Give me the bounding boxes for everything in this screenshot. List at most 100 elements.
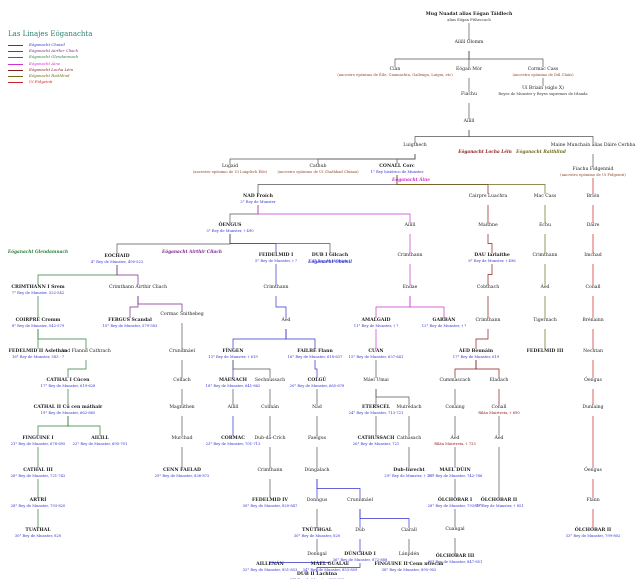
person-title: 24° Rey de Munster, 713-721 [348, 410, 404, 415]
person-node: Cathub(ancestro epónimo de Uí Chathbad C… [277, 164, 359, 174]
lineage-connector [316, 562, 331, 563]
person-node: Lugaid(ancestro epónimo de Uí Luigdech É… [192, 164, 268, 174]
legend-swatch [8, 63, 23, 65]
person-node: Maithne [478, 223, 497, 229]
legend-swatch [8, 82, 23, 84]
person-node: Óengus [584, 378, 602, 384]
lineage-connector [232, 360, 271, 378]
person-name: Colmán [261, 405, 279, 410]
person-node: Ailill Olomm [455, 40, 484, 46]
legend-swatch [8, 76, 23, 77]
person-node: Muiredach [396, 405, 421, 411]
person-title: (ancestro epónimo de Uí Luigdech Éile) [192, 169, 268, 174]
person-node: Sechnussach [255, 378, 285, 384]
person-name: Cormac Snithebeg [160, 312, 204, 317]
person-name: Crimthann [397, 253, 423, 258]
person-name: DAU Iarlaithe [474, 253, 510, 258]
person-name: Cummascach [439, 378, 471, 383]
person-node: Dub-dá-Crích [254, 436, 285, 442]
lineage-connector [475, 329, 489, 349]
person-title: 15° Rey de Munster, 637-641 [348, 354, 404, 359]
person-name: Ciarall [401, 528, 417, 533]
person-name: Uí Briain (siglo X) [522, 86, 564, 91]
person-name: DÚNCHAD I [344, 552, 376, 557]
lineage-connector [229, 234, 331, 253]
person-name: Crimthann [532, 253, 558, 258]
person-title: 34° Rey de Munster, 853-859 [302, 567, 358, 572]
person-node: Crimthann [476, 318, 501, 324]
lineage-connector [37, 265, 118, 285]
person-node: Óengus [584, 468, 602, 474]
person-title: 5° Rey de Munster, † ? [254, 258, 298, 263]
person-node: Cian(ancestro epónimo de Éile, Ciannacht… [337, 67, 452, 77]
person-name: Fiachu Fidgennid [572, 167, 614, 172]
person-name: Áed [494, 436, 504, 441]
person-name: ETERSCÉL [362, 405, 390, 410]
person-title: 22° Rey de Munster, 695-701 [72, 441, 128, 446]
person-name: Lugaid [221, 164, 239, 169]
person-node: Ciarall [401, 528, 417, 534]
person-node: Dúngalach [304, 468, 329, 474]
person-title: 21° Rey de Munster, 678-695 [10, 441, 66, 446]
person-title: 16° Rey de Munster, 618-637 [287, 354, 343, 359]
person-name: EOCHAID [104, 254, 130, 259]
branch-label: Eóganacht Locha Léin [458, 150, 512, 155]
person-name: Endae [402, 285, 418, 290]
person-name: ÓLCHOBAR I [437, 498, 473, 503]
lineage-connector [229, 205, 259, 223]
person-node: Aed Flannd Cathrach [61, 349, 111, 355]
person-title: 6° Rey de Munster [312, 258, 348, 263]
person-name: NAD Froích [243, 194, 273, 199]
person-name: CRIMTHANN I Srem [11, 285, 65, 290]
person-name: CENN FAELAD [163, 468, 201, 473]
person-name: Flann [586, 498, 600, 503]
person-name: Faelgus [307, 436, 327, 441]
person-node: Cellach [173, 378, 190, 384]
person-title: 4° Rey de Munster, 490-522 [90, 259, 144, 264]
person-name: Dáire [586, 223, 600, 228]
person-node: Cathasach [396, 436, 422, 442]
person-node: Ailill [464, 119, 475, 125]
person-name: Brión [586, 194, 600, 199]
person-title: 1° Rey histórico de Munster [370, 169, 424, 174]
person-name: Cathasach [396, 436, 422, 441]
lineage-connector [285, 329, 316, 349]
lineage-connector [396, 154, 416, 164]
person-title: (ancestro epónimo de Uí Chathbad Cluana) [277, 169, 359, 174]
person-title: 18° Rey de Munster, 641-662 [205, 383, 261, 388]
person-node: DUB II Lachtna37° Rey de Munster, 888-89… [290, 572, 345, 579]
person-node: Crimthann [397, 253, 423, 259]
person-name: Murchad [171, 436, 193, 441]
legend-label: Eóganacht Airthir Cliach [29, 48, 79, 54]
person-name: Máel Umai [363, 378, 389, 383]
person-title: 29° Rey de Munster, 836-872 [154, 473, 210, 478]
person-name: AILLENÁN [256, 562, 284, 567]
person-node: Lánpdén [399, 552, 419, 558]
person-title: Reyes de Munster y Reyes supremos de Irl… [498, 91, 588, 96]
person-name: Donngus [306, 498, 328, 503]
person-title: 23° Rey de Munster, 701-713 [205, 441, 261, 446]
person-title: (ancestro epónimo de Dál Cháis) [512, 72, 574, 77]
person-name: Crimthann [257, 468, 283, 473]
person-name: Ailill [404, 223, 416, 228]
